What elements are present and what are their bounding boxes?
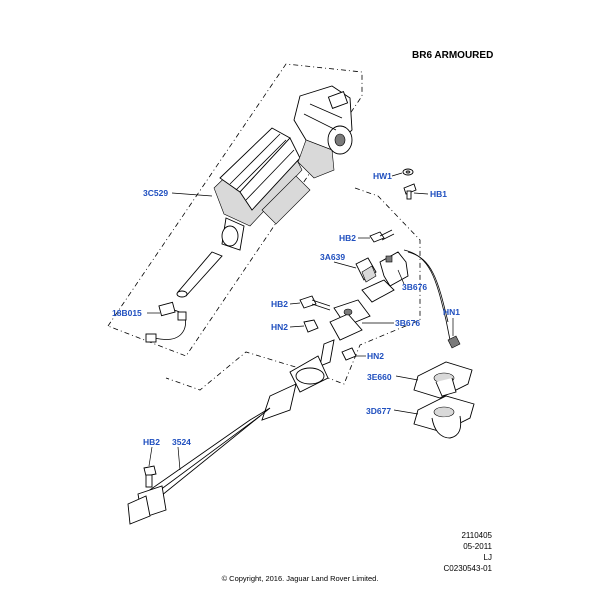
intermediate-shaft	[127, 339, 335, 525]
diagram-title: BR6 ARMOURED	[412, 50, 494, 61]
plate-3e660	[413, 361, 473, 399]
leader-3e660	[395, 375, 419, 381]
leader-3d677	[393, 409, 419, 415]
bolt-hb2-mid	[299, 295, 331, 311]
leader-3b676-top	[397, 269, 405, 285]
callout-hn2-right[interactable]: HN2	[367, 351, 385, 361]
callout-3d677[interactable]: 3D677	[366, 406, 392, 416]
callout-3c529[interactable]: 3C529	[143, 188, 169, 198]
leader-hw1	[391, 172, 403, 177]
leader-3c529	[171, 192, 213, 197]
column-assembly-boundary	[107, 63, 363, 357]
drawing-code: C0230543-01	[443, 564, 492, 573]
callout-hb1[interactable]: HB1	[430, 189, 448, 199]
callout-hn2-left[interactable]: HN2	[271, 322, 289, 332]
callout-hn1[interactable]: HN1	[443, 307, 461, 317]
seal-3d677	[413, 395, 475, 439]
leader-3524	[177, 446, 181, 471]
drawing-initials: LJ	[483, 553, 492, 562]
leader-hn2-left	[289, 325, 305, 328]
callout-hb2-top[interactable]: HB2	[339, 233, 357, 243]
callout-3e660[interactable]: 3E660	[367, 372, 392, 382]
leader-hb1	[413, 192, 429, 195]
drawing-date: 05-2011	[463, 542, 492, 551]
nut-hn1	[447, 335, 461, 349]
drawing-info: 2110405 05-2011 LJ C0230543-01	[420, 530, 492, 574]
callout-3b676-mid[interactable]: 3B676	[395, 318, 421, 328]
harness-connector	[145, 301, 187, 343]
callout-3524[interactable]: 3524	[172, 437, 191, 447]
bolt-hb2-top	[369, 229, 395, 243]
callout-18b015[interactable]: 18B015	[112, 308, 142, 318]
leader-hb2-mid	[289, 302, 301, 305]
callout-hb2-bottom[interactable]: HB2	[143, 437, 161, 447]
leader-hb2-bottom	[148, 446, 153, 467]
nut-hn2-right	[341, 347, 357, 361]
nut-hn2-left	[303, 319, 319, 333]
copyright-notice: © Copyright, 2016. Jaguar Land Rover Lim…	[221, 574, 379, 583]
callout-3b676-top[interactable]: 3B676	[402, 282, 428, 292]
cable	[403, 249, 451, 341]
leader-3a639	[333, 261, 357, 269]
callout-hb2-mid[interactable]: HB2	[271, 299, 289, 309]
bolt-hb2-bottom	[143, 465, 157, 488]
steering-column	[176, 85, 353, 298]
bearing-bracket	[329, 299, 371, 341]
shield-3a639	[355, 257, 377, 283]
drawing-ref: 2110405	[461, 531, 492, 540]
callout-hw1[interactable]: HW1	[373, 171, 392, 181]
callout-3a639[interactable]: 3A639	[320, 252, 346, 262]
bolt-hb1	[403, 183, 417, 200]
